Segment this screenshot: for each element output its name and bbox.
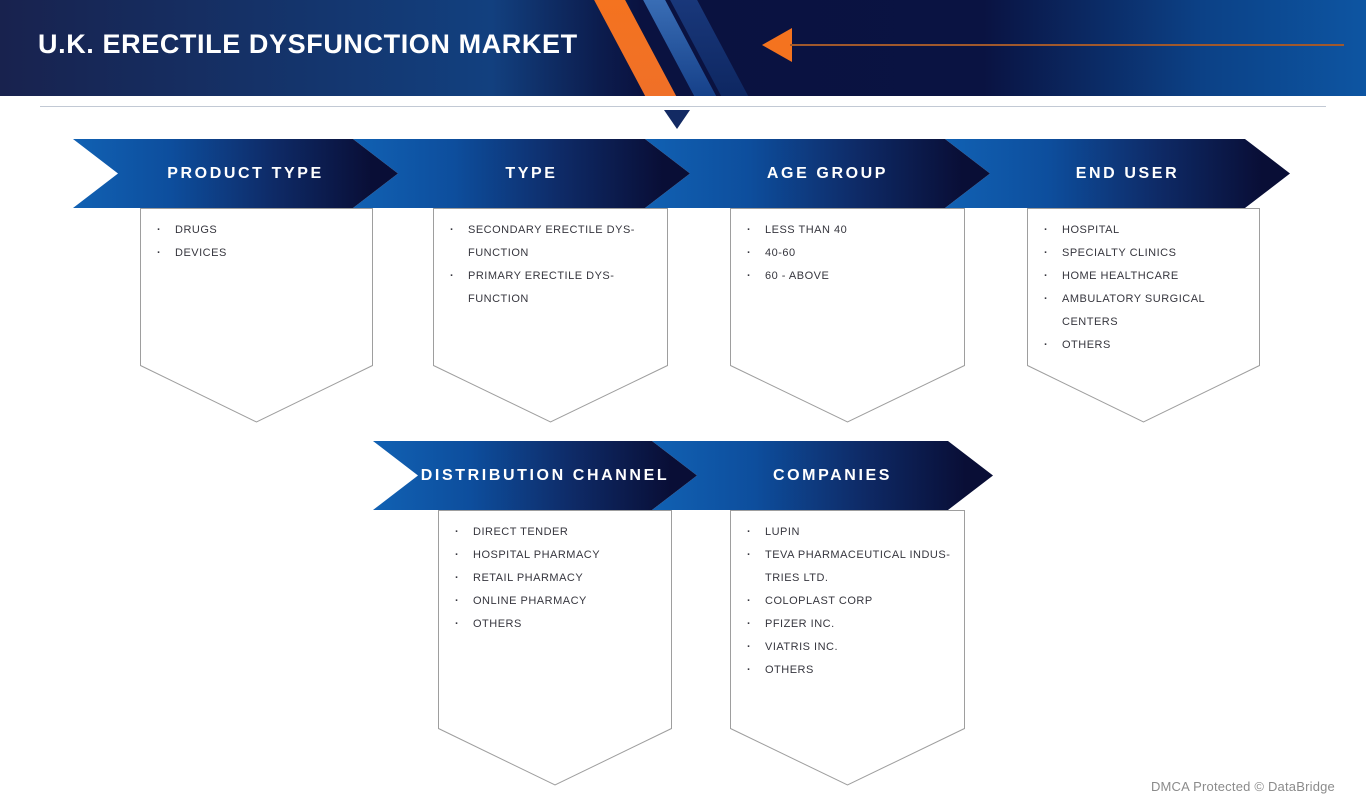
segment-item-list: LESS THAN 40 40-60 60 - ABOVE (730, 219, 957, 288)
list-item: ONLINE PHARMACY (438, 590, 664, 613)
segment-header-product-type: PRODUCT TYPE (73, 139, 398, 208)
list-item: PRIMARY ERECTILE DYS-FUNCTION (433, 265, 660, 311)
segment-item-list: DRUGS DEVICES (140, 219, 365, 265)
list-item: PFIZER INC. (730, 613, 957, 636)
segment-item-list: DIRECT TENDER HOSPITAL PHARMACY RETAIL P… (438, 521, 664, 636)
list-item: LUPIN (730, 521, 957, 544)
segment-list-type: SECONDARY ERECTILE DYS-FUNCTION PRIMARY … (433, 208, 668, 423)
segment-header-label: AGE GROUP (766, 164, 889, 182)
list-item: SPECIALTY CLINICS (1027, 242, 1252, 265)
segment-list-product-type: DRUGS DEVICES (140, 208, 373, 423)
segment-list-end-user: HOSPITAL SPECIALTY CLINICS HOME HEALTHCA… (1027, 208, 1260, 423)
segment-header-type: TYPE (353, 139, 690, 208)
segment-header-companies: COMPANIES (652, 441, 993, 510)
arrow-line (790, 44, 1344, 46)
left-arrow-icon (762, 28, 792, 62)
segment-list-age-group: LESS THAN 40 40-60 60 - ABOVE (730, 208, 965, 423)
segment-list-companies: LUPIN TEVA PHARMACEUTICAL INDUS-TRIES LT… (730, 510, 965, 786)
segment-item-list: HOSPITAL SPECIALTY CLINICS HOME HEALTHCA… (1027, 219, 1252, 357)
list-item: OTHERS (730, 659, 957, 682)
segment-header-label: END USER (1075, 164, 1180, 182)
segment-header-label: TYPE (505, 164, 558, 182)
list-item: OTHERS (1027, 334, 1252, 357)
list-item: RETAIL PHARMACY (438, 567, 664, 590)
title-banner: U.K. ERECTILE DYSFUNCTION MARKET (0, 0, 1366, 96)
list-item: DEVICES (140, 242, 365, 265)
segment-header-label: PRODUCT TYPE (167, 164, 324, 182)
list-item: LESS THAN 40 (730, 219, 957, 242)
list-item: TEVA PHARMACEUTICAL INDUS-TRIES LTD. (730, 544, 957, 590)
segment-header-label: COMPANIES (772, 466, 893, 484)
segment-header-age-group: AGE GROUP (645, 139, 990, 208)
segment-list-distribution-channel: DIRECT TENDER HOSPITAL PHARMACY RETAIL P… (438, 510, 672, 786)
segment-item-list: LUPIN TEVA PHARMACEUTICAL INDUS-TRIES LT… (730, 521, 957, 682)
list-item: SECONDARY ERECTILE DYS-FUNCTION (433, 219, 660, 265)
divider-line (40, 106, 1326, 107)
segment-item-list: SECONDARY ERECTILE DYS-FUNCTION PRIMARY … (433, 219, 660, 311)
list-item: HOME HEALTHCARE (1027, 265, 1252, 288)
list-item: OTHERS (438, 613, 664, 636)
segment-header-distribution-channel: DISTRIBUTION CHANNEL (373, 441, 697, 510)
list-item: VIATRIS INC. (730, 636, 957, 659)
page-title: U.K. ERECTILE DYSFUNCTION MARKET (38, 29, 578, 59)
down-arrow-icon (664, 110, 690, 129)
list-item: COLOPLAST CORP (730, 590, 957, 613)
list-item: 40-60 (730, 242, 957, 265)
list-item: HOSPITAL PHARMACY (438, 544, 664, 567)
list-item: AMBULATORY SURGICAL CENTERS (1027, 288, 1252, 334)
list-item: DRUGS (140, 219, 365, 242)
dmca-watermark: DMCA Protected © DataBridge (1150, 779, 1335, 794)
segment-header-end-user: END USER (945, 139, 1290, 208)
list-item: DIRECT TENDER (438, 521, 664, 544)
list-item: HOSPITAL (1027, 219, 1252, 242)
list-item: 60 - ABOVE (730, 265, 957, 288)
segment-header-label: DISTRIBUTION CHANNEL (420, 466, 670, 484)
